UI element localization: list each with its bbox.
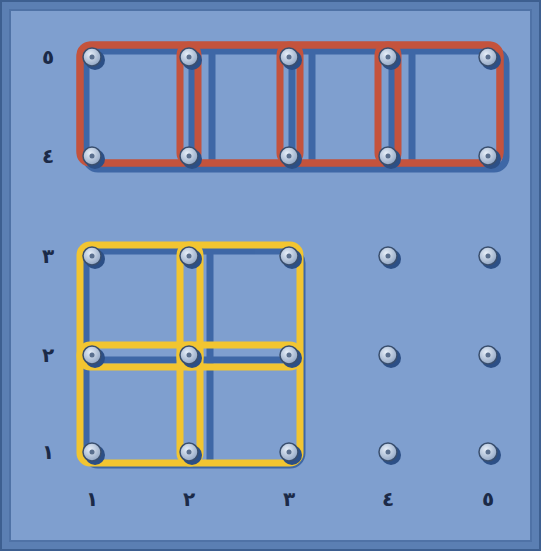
peg-center — [187, 353, 192, 358]
peg — [180, 247, 198, 265]
peg-center — [90, 55, 95, 60]
peg-center — [187, 55, 192, 60]
peg-center — [187, 450, 192, 455]
yellow-bands — [80, 245, 300, 463]
peg-center — [187, 254, 192, 259]
pegs — [83, 48, 501, 465]
column-number: ١ — [86, 489, 98, 509]
peg-center — [287, 450, 292, 455]
column-number: ٢ — [183, 489, 195, 509]
peg — [479, 247, 497, 265]
peg-center — [486, 55, 491, 60]
peg — [180, 346, 198, 364]
peg — [379, 147, 397, 165]
column-number: ٣ — [283, 489, 295, 509]
peg — [479, 346, 497, 364]
peg — [280, 346, 298, 364]
peg-center — [287, 353, 292, 358]
peg-center — [90, 254, 95, 259]
peg — [83, 48, 101, 66]
band-shadow — [86, 251, 302, 465]
row-number: ٣ — [42, 246, 54, 266]
peg — [83, 346, 101, 364]
peg — [280, 48, 298, 66]
peg-center — [386, 353, 391, 358]
column-number: ٤ — [382, 489, 394, 509]
peg-center — [486, 353, 491, 358]
peg-center — [90, 353, 95, 358]
peg — [379, 247, 397, 265]
peg-center — [386, 254, 391, 259]
red-bands — [80, 45, 500, 163]
peg-center — [386, 154, 391, 159]
column-number: ٥ — [482, 489, 494, 509]
peg — [379, 48, 397, 66]
peg-center — [287, 55, 292, 60]
row-number: ٤ — [42, 146, 54, 166]
peg — [280, 443, 298, 461]
peg — [83, 443, 101, 461]
peg — [180, 443, 198, 461]
peg — [379, 346, 397, 364]
row-number: ١ — [42, 442, 54, 462]
peg-center — [486, 154, 491, 159]
row-number: ٥ — [42, 47, 54, 67]
peg-center — [287, 254, 292, 259]
peg-center — [486, 450, 491, 455]
peg-center — [486, 254, 491, 259]
peg — [180, 48, 198, 66]
peg — [280, 147, 298, 165]
peg-center — [90, 154, 95, 159]
peg — [479, 443, 497, 461]
peg — [379, 443, 397, 461]
peg — [280, 247, 298, 265]
peg — [479, 147, 497, 165]
row-number: ٢ — [42, 345, 54, 365]
peg — [83, 247, 101, 265]
peg — [479, 48, 497, 66]
peg — [83, 147, 101, 165]
peg-center — [187, 154, 192, 159]
peg — [180, 147, 198, 165]
board-panel — [10, 10, 531, 541]
peg-center — [90, 450, 95, 455]
peg-center — [287, 154, 292, 159]
peg-center — [386, 450, 391, 455]
peg-center — [386, 55, 391, 60]
band-shadow — [86, 51, 506, 169]
